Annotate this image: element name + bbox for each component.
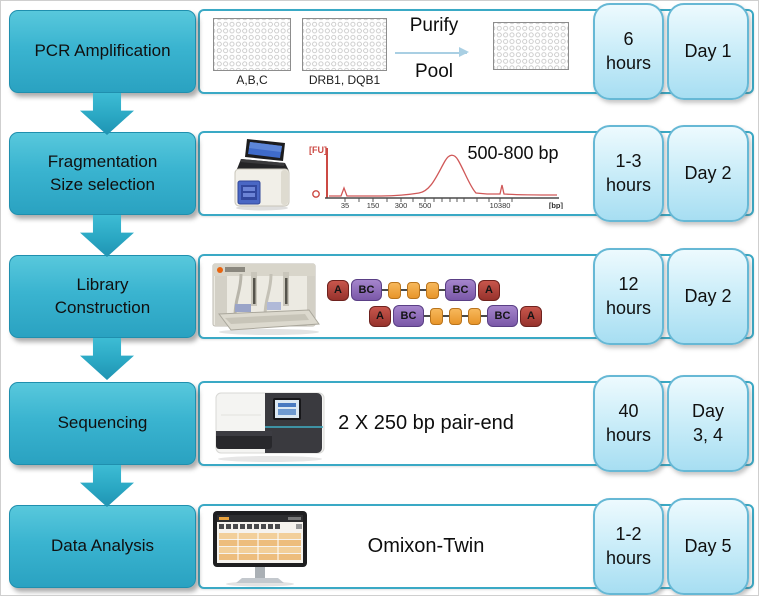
pool-label: Pool [414, 61, 454, 82]
barcode-block: BC [487, 305, 518, 327]
connector-line [443, 315, 449, 317]
monitor-icon [213, 511, 307, 587]
day-box: Day 5 [667, 498, 749, 595]
svg-text:300: 300 [395, 201, 408, 209]
svg-text:500: 500 [419, 201, 432, 209]
well-plate-icon [493, 22, 569, 70]
workflow-row-fragmentation: Fragmentation Size selection [FU] [1, 125, 758, 222]
workflow-row-library: Library Construction A BC [1, 248, 758, 345]
adapter-block: A [520, 305, 542, 327]
library-construct: A BC BC A [325, 279, 502, 301]
right-arrow-icon [395, 47, 469, 57]
day-box: Day 2 [667, 248, 749, 345]
duration-box: 6 hours [593, 3, 664, 100]
step-label-library-construction: Library Construction [9, 255, 196, 338]
step-label-data-analysis: Data Analysis [9, 505, 196, 588]
step-label-fragmentation: Fragmentation Size selection [9, 132, 196, 215]
connector-line [439, 289, 445, 291]
size-range-label: 500-800 bp [467, 143, 559, 163]
insert-block [468, 307, 481, 325]
adapter-block: A [478, 279, 500, 301]
svg-text:[bp]: [bp] [549, 201, 564, 209]
duration-box: 40 hours [593, 375, 664, 472]
read-length-label: 2 X 250 bp pair-end [338, 412, 514, 434]
step-label-pcr-amplification: PCR Amplification [9, 10, 196, 93]
well-plate-icon [302, 18, 387, 71]
barcode-block: BC [351, 279, 382, 301]
day-box: Day 2 [667, 125, 749, 222]
insert-block [426, 281, 439, 299]
bioanalyzer-trace-chart: [FU] 35 150 300 500 10380 [bp] [309, 145, 564, 209]
insert-block [449, 307, 462, 325]
insert-block [430, 307, 443, 325]
day-box: Day 3, 4 [667, 375, 749, 472]
liquid-handler-icon [212, 263, 320, 335]
svg-text:[FU]: [FU] [309, 145, 327, 155]
fragmentation-instrument-icon [234, 139, 290, 211]
workflow-row-sequencing: Sequencing 2 X 250 bp pair-end 40 hours … [1, 375, 758, 472]
analysis-software-label: Omixon-Twin [367, 535, 485, 557]
connector-line [424, 315, 430, 317]
svg-text:150: 150 [367, 201, 380, 209]
trace-curve [329, 154, 558, 197]
plate-label: A,B,C [236, 73, 268, 87]
sequencer-icon [215, 392, 325, 462]
down-arrow-icon [80, 338, 134, 380]
connector-line [462, 315, 468, 317]
step-label-sequencing: Sequencing [9, 382, 196, 465]
duration-box: 1-2 hours [593, 498, 664, 595]
workflow-row-pcr: PCR Amplification A,B,C DRB1, DQB1 Purif… [1, 3, 758, 100]
down-arrow-icon [80, 93, 134, 135]
down-arrow-icon [80, 465, 134, 507]
connector-line [401, 289, 407, 291]
connector-line [420, 289, 426, 291]
adapter-block: A [327, 279, 349, 301]
adapter-block: A [369, 305, 391, 327]
purify-label: Purify [409, 15, 459, 36]
duration-box: 12 hours [593, 248, 664, 345]
well-plate-icon [213, 18, 291, 71]
library-construct: A BC BC A [367, 305, 544, 327]
svg-text:10380: 10380 [490, 201, 511, 209]
insert-block [388, 281, 401, 299]
duration-box: 1-3 hours [593, 125, 664, 222]
connector-line [382, 289, 388, 291]
connector-line [481, 315, 487, 317]
down-arrow-icon [80, 215, 134, 257]
plate-label: DRB1, DQB1 [308, 73, 381, 87]
day-box: Day 1 [667, 3, 749, 100]
origin-marker [312, 190, 320, 198]
barcode-block: BC [445, 279, 476, 301]
workflow-row-data-analysis: Data Analysis [1, 498, 758, 595]
svg-text:35: 35 [341, 201, 349, 209]
insert-block [407, 281, 420, 299]
barcode-block: BC [393, 305, 424, 327]
